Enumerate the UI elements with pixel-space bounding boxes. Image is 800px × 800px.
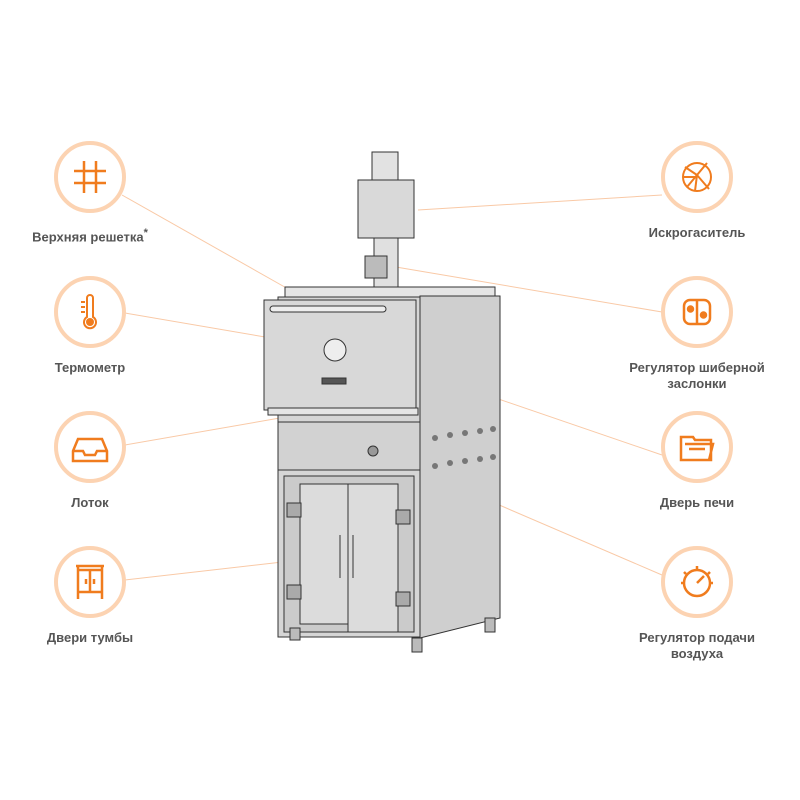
feature-label: Регулятор шиберной заслонки: [629, 360, 765, 391]
callout-line: [417, 194, 663, 211]
feature-top-grate: Верхняя решетка*: [10, 141, 170, 245]
cabinet-doors-icon: [76, 564, 104, 599]
feature-oven-door: Дверь печи: [617, 411, 777, 511]
feature-thermometer: Термометр: [10, 276, 170, 376]
callout-line: [121, 194, 291, 291]
tray-icon: [71, 437, 109, 463]
oven: [263, 151, 501, 653]
brand-plate: [321, 377, 347, 385]
oven-door-icon: [679, 435, 715, 462]
feature-tray: Лоток: [10, 411, 170, 511]
feature-label: Двери тумбы: [46, 630, 134, 645]
feature-label: Термометр: [54, 360, 126, 375]
feature-label: Лоток: [71, 495, 109, 510]
grill-grate-icon: [74, 161, 106, 193]
air-dial-icon: [681, 566, 713, 598]
feature-label: Верхняя решетка: [32, 229, 144, 245]
thermometer-icon: [81, 294, 97, 330]
damper-switch-icon: [682, 298, 712, 326]
feature-damper: Регулятор шиберной заслонки: [617, 276, 777, 392]
callout-line: [389, 265, 663, 313]
callout-lines: [121, 194, 663, 581]
feature-label: Дверь печи: [659, 495, 735, 510]
feature-label: Регулятор подачи воздуха: [639, 630, 755, 661]
spark-arrester-icon: [682, 162, 712, 192]
feature-spark-arrester: Искрогаситель: [617, 141, 777, 241]
footnote-mark: *: [143, 227, 148, 239]
feature-label: Искрогаситель: [648, 225, 746, 240]
feature-air-regulator: Регулятор подачи воздуха: [617, 546, 777, 662]
feature-cabinet-doors: Двери тумбы: [10, 546, 170, 646]
